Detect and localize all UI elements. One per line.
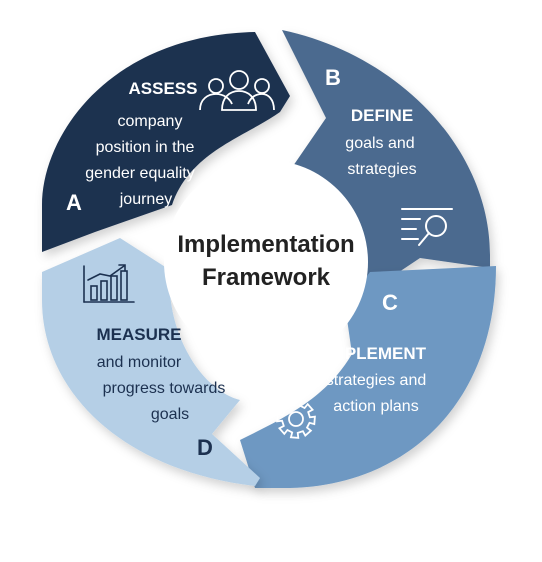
segment-define-shape [280,30,490,298]
measure-heading: MEASURE [96,325,181,344]
assess-line-1: company [118,113,183,130]
define-line-2: strategies [347,161,416,178]
measure-line-1: and monitor [97,354,182,371]
measure-line-3: goals [151,406,189,423]
measure-letter: D [197,435,213,460]
segment-assess-shape [42,32,290,252]
center-title-line-2: Framework [202,264,331,291]
center-circle [164,160,368,364]
assess-line-4: journey [119,191,172,208]
center-title-line-1: Implementation [177,231,354,258]
segment-assess: ASSESS company position in the gender eq… [42,32,290,252]
implement-heading: IMPLEMENT [326,344,427,363]
implement-line-1: strategies and [326,372,427,389]
document-search-icon [401,208,453,246]
people-icon [199,70,275,111]
segment-measure: MEASURE and monitor progress towards goa… [42,238,260,486]
define-line-1: goals and [345,135,414,152]
gear-icon [276,399,316,439]
assess-letter: A [66,190,82,215]
assess-heading: ASSESS [129,79,198,98]
implement-line-2: action plans [333,398,418,415]
define-heading: DEFINE [351,106,413,125]
segment-implement: C IMPLEMENT strategies and action plans [240,266,496,488]
segment-define: B DEFINE goals and strategies [280,30,490,298]
measure-line-2: progress towards [103,380,226,397]
assess-line-2: position in the [96,139,195,156]
assess-line-3: gender equality [85,165,194,182]
implement-letter: C [382,290,398,315]
define-letter: B [325,65,341,90]
bar-chart-icon [83,264,135,303]
